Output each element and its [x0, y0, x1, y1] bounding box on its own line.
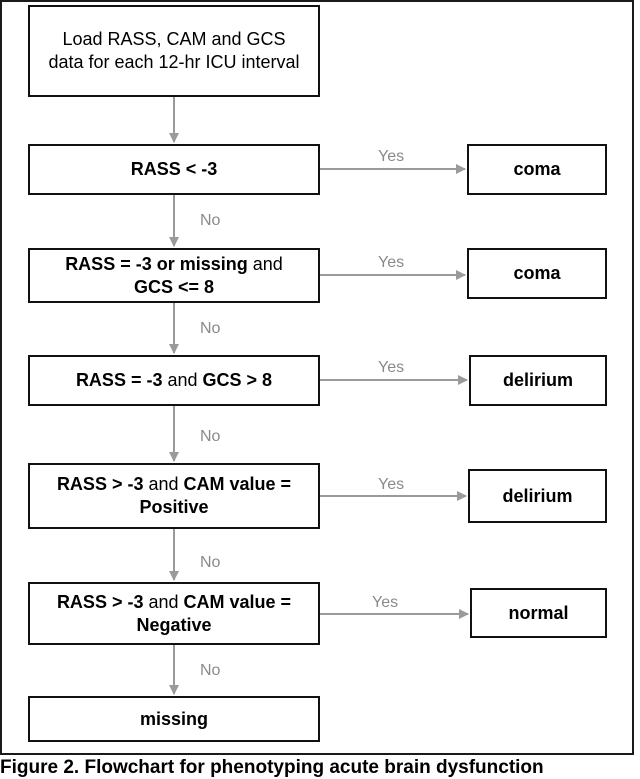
decision-cam-negative: RASS > -3 and CAM value = Negative — [28, 582, 320, 645]
decision-4-cond-b: CAM value = — [183, 474, 292, 494]
outcome-coma-1: coma — [467, 144, 607, 195]
decision-5-and: and — [143, 591, 184, 612]
edge-label-yes-2: Yes — [378, 254, 405, 271]
decision-4-cond-a: RASS > -3 — [56, 474, 144, 494]
outcome-coma-2: coma — [467, 248, 607, 299]
edge-label-no-5: No — [200, 662, 221, 679]
decision-3-and: and — [162, 370, 203, 390]
diagram-frame — [0, 0, 634, 755]
decision-5-cond-a: RASS > -3 — [56, 591, 144, 612]
decision-cam-positive: RASS > -3 and CAM value = Positive — [28, 463, 320, 529]
decision-5-cond-c: Negative — [136, 614, 212, 635]
end-missing-text: missing — [139, 708, 209, 729]
outcome-coma-2-text: coma — [513, 263, 561, 283]
decision-2-and: and — [247, 253, 283, 274]
decision-rass-below-minus3: RASS < -3 — [28, 144, 320, 195]
edge-label-yes-4: Yes — [378, 476, 405, 493]
decision-3-cond-b: GCS > 8 — [202, 370, 273, 390]
decision-rass-minus3-gcs-le-8: RASS = -3 or missing and GCS <= 8 — [28, 248, 320, 303]
outcome-delirium-1-text: delirium — [502, 370, 573, 390]
start-text: Load RASS, CAM and GCS data for each 12-… — [48, 29, 300, 72]
decision-2-cond-a: RASS = -3 or missing — [65, 253, 248, 274]
decision-3-cond-a: RASS = -3 — [75, 370, 163, 390]
edge-label-yes-3: Yes — [378, 359, 405, 376]
outcome-delirium-2: delirium — [468, 469, 607, 523]
outcome-normal: normal — [470, 588, 607, 638]
edge-label-yes-1: Yes — [378, 148, 405, 165]
decision-4-and: and — [143, 474, 184, 494]
edge-label-no-2: No — [200, 320, 221, 337]
outcome-normal-text: normal — [508, 602, 569, 623]
decision-1-text: RASS < -3 — [130, 159, 218, 179]
outcome-delirium-2-text: delirium — [502, 485, 573, 506]
figure-caption: Figure 2. Flowchart for phenotyping acut… — [0, 757, 544, 778]
decision-4-cond-c: Positive — [139, 497, 209, 517]
start-box: Load RASS, CAM and GCS data for each 12-… — [28, 5, 320, 97]
edge-label-yes-5: Yes — [372, 594, 399, 611]
outcome-delirium-1: delirium — [469, 355, 607, 406]
outcome-coma-1-text: coma — [513, 159, 561, 179]
decision-rass-minus3-gcs-gt-8: RASS = -3 and GCS > 8 — [28, 355, 320, 406]
decision-5-cond-b: CAM value = — [183, 591, 292, 612]
end-missing-box: missing — [28, 696, 320, 742]
edge-label-no-3: No — [200, 428, 221, 445]
decision-2-cond-b: GCS <= 8 — [133, 276, 215, 297]
edge-label-no-4: No — [200, 554, 221, 571]
edge-label-no-1: No — [200, 212, 221, 229]
